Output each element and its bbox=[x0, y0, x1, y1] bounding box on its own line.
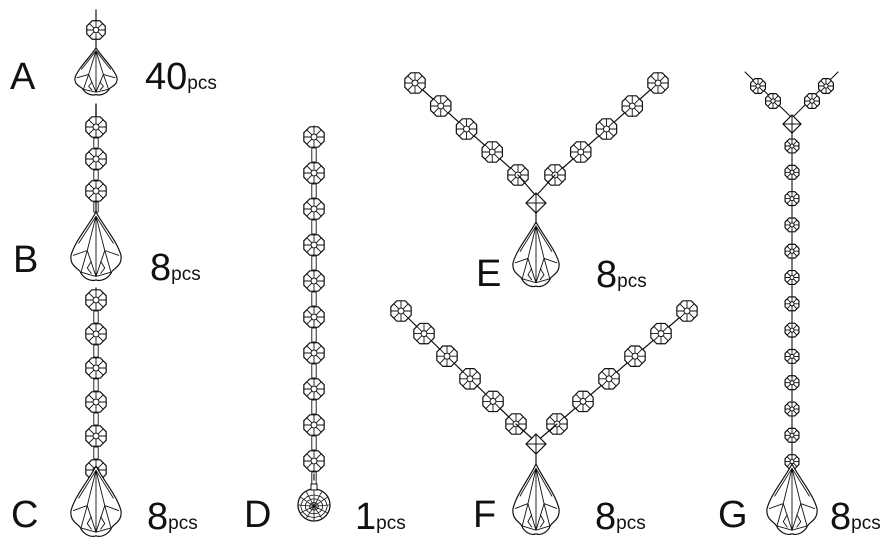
diamond-connector-icon bbox=[782, 114, 802, 134]
label-c: C bbox=[11, 494, 39, 536]
octagon-bead-icon bbox=[621, 95, 644, 117]
octagon-bead-icon bbox=[85, 116, 107, 138]
octagon-bead-icon bbox=[784, 322, 800, 338]
octagon-bead-icon bbox=[598, 368, 620, 390]
quantity-c-count: 8 bbox=[147, 496, 169, 538]
pendeloque-pendant-icon bbox=[70, 210, 122, 282]
octagon-bead-icon bbox=[572, 390, 594, 413]
octagon-bead-icon bbox=[784, 164, 800, 180]
octagon-bead-icon bbox=[404, 72, 426, 94]
octagon-bead-icon bbox=[303, 198, 325, 220]
octagon-bead-icon bbox=[750, 78, 766, 94]
octagon-bead-icon bbox=[85, 357, 107, 379]
pendeloque-pendant-icon bbox=[74, 46, 118, 96]
quantity-g: 8pcs bbox=[830, 498, 881, 543]
quantity-c: 8pcs bbox=[147, 498, 198, 543]
octagon-bead-icon bbox=[390, 300, 412, 322]
quantity-f: 8pcs bbox=[595, 498, 646, 543]
octagon-bead-icon bbox=[429, 95, 452, 117]
octagon-bead-icon bbox=[595, 118, 618, 140]
octagon-bead-icon bbox=[784, 375, 800, 391]
octagon-bead-icon bbox=[784, 217, 800, 233]
octagon-bead-icon bbox=[784, 348, 800, 364]
octagon-bead-icon bbox=[482, 390, 504, 413]
octagon-bead-icon bbox=[459, 368, 481, 390]
diamond-connector-icon bbox=[525, 192, 547, 214]
quantity-d-unit: pcs bbox=[376, 513, 406, 534]
label-f: F bbox=[473, 494, 497, 536]
octagon-bead-icon bbox=[413, 322, 435, 345]
label-d: D bbox=[244, 494, 272, 536]
octagon-bead-icon bbox=[85, 425, 107, 447]
octagon-bead-icon bbox=[784, 296, 800, 312]
ball-pendant-icon bbox=[297, 483, 331, 522]
octagon-bead-icon bbox=[784, 243, 800, 259]
octagon-bead-icon bbox=[86, 20, 106, 40]
quantity-a-count: 40 bbox=[145, 56, 188, 98]
octagon-bead-icon bbox=[784, 138, 800, 154]
quantity-g-unit: pcs bbox=[851, 513, 881, 534]
octagon-bead-icon bbox=[85, 323, 107, 345]
octagon-bead-icon bbox=[804, 93, 820, 109]
quantity-e: 8pcs bbox=[596, 256, 647, 301]
label-a: A bbox=[10, 56, 36, 98]
label-b: B bbox=[13, 239, 39, 281]
quantity-b-unit: pcs bbox=[171, 264, 201, 285]
quantity-a-unit: pcs bbox=[187, 73, 217, 94]
octagon-bead-icon bbox=[303, 126, 325, 148]
octagon-bead-icon bbox=[303, 270, 325, 292]
quantity-f-unit: pcs bbox=[616, 513, 646, 534]
octagon-bead-icon bbox=[676, 300, 698, 322]
octagon-bead-icon bbox=[624, 345, 646, 367]
octagon-bead-icon bbox=[85, 148, 107, 170]
octagon-bead-icon bbox=[481, 141, 504, 163]
octagon-bead-icon bbox=[303, 162, 325, 184]
pendeloque-pendant-icon bbox=[766, 462, 818, 535]
octagon-bead-icon bbox=[303, 306, 325, 328]
octagon-bead-icon bbox=[647, 72, 669, 94]
pendeloque-pendant-icon bbox=[512, 462, 560, 535]
label-g: G bbox=[718, 494, 748, 536]
octagon-bead-icon bbox=[784, 454, 800, 470]
octagon-bead-icon bbox=[303, 342, 325, 364]
quantity-d-count: 1 bbox=[355, 496, 377, 538]
octagon-bead-icon bbox=[784, 401, 800, 417]
octagon-bead-icon bbox=[436, 345, 458, 367]
quantity-e-count: 8 bbox=[596, 254, 618, 296]
quantity-b-count: 8 bbox=[150, 247, 172, 289]
octagon-bead-icon bbox=[303, 378, 325, 400]
octagon-bead-icon bbox=[85, 180, 107, 202]
pendeloque-pendant-icon bbox=[70, 464, 122, 537]
octagon-bead-icon bbox=[765, 93, 781, 109]
octagon-bead-icon bbox=[85, 391, 107, 413]
octagon-bead-icon bbox=[303, 414, 325, 436]
quantity-d: 1pcs bbox=[355, 498, 406, 543]
octagon-bead-icon bbox=[650, 322, 672, 345]
quantity-f-count: 8 bbox=[595, 496, 617, 538]
octagon-bead-icon bbox=[784, 269, 800, 286]
octagon-bead-icon bbox=[455, 118, 478, 140]
pendeloque-pendant-icon bbox=[512, 220, 560, 288]
quantity-c-unit: pcs bbox=[168, 513, 198, 534]
label-e: E bbox=[476, 253, 502, 295]
octagon-bead-icon bbox=[818, 78, 834, 94]
octagon-bead-icon bbox=[784, 191, 800, 207]
quantity-e-unit: pcs bbox=[617, 271, 647, 292]
octagon-bead-icon bbox=[303, 234, 325, 256]
octagon-bead-icon bbox=[569, 141, 592, 163]
quantity-b: 8pcs bbox=[150, 249, 201, 294]
octagon-bead-icon bbox=[85, 289, 107, 311]
quantity-g-count: 8 bbox=[830, 496, 852, 538]
octagon-bead-icon bbox=[784, 427, 800, 443]
diamond-connector-icon bbox=[525, 433, 547, 455]
octagon-bead-icon bbox=[303, 450, 325, 472]
quantity-a: 40pcs bbox=[145, 58, 217, 103]
